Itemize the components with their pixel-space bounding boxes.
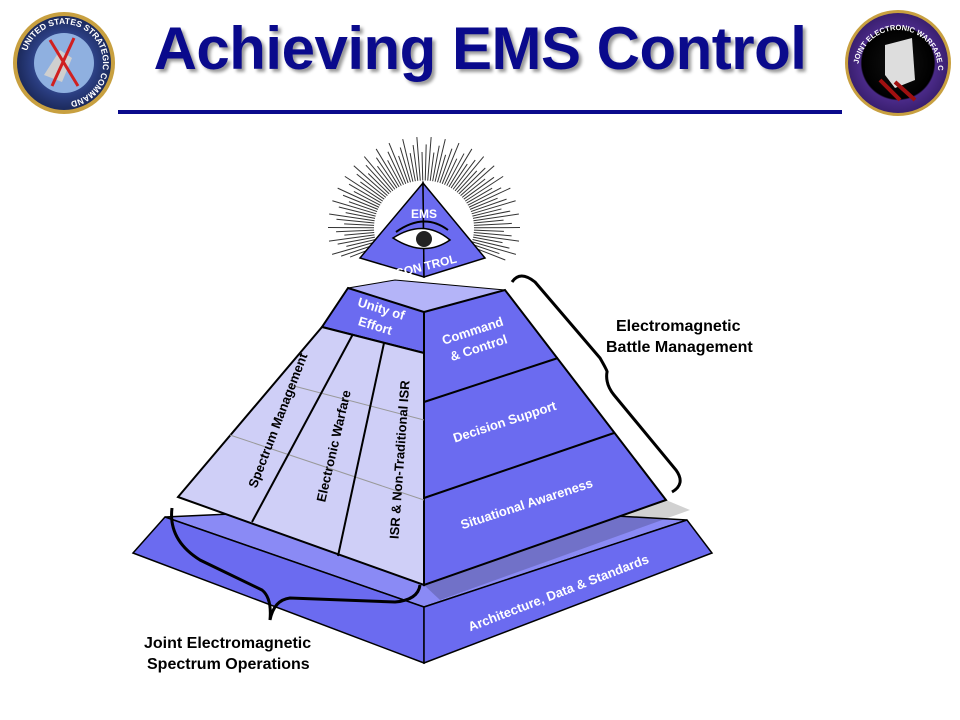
annotation-line: Battle Management (606, 339, 753, 356)
ray-line (412, 144, 419, 181)
ray-line (421, 152, 424, 181)
ray-line (402, 138, 414, 182)
eye-icon (391, 220, 452, 250)
ray-line (471, 241, 517, 255)
ray-line (473, 234, 520, 242)
ray-line (424, 144, 427, 181)
ray-line (471, 200, 516, 215)
main-pyramid (176, 279, 668, 587)
ray-line (331, 241, 377, 255)
ray-line (363, 156, 394, 192)
ray-line (344, 231, 375, 236)
annotation-line: Joint Electromagnetic (144, 635, 312, 652)
ray-line (365, 164, 392, 193)
joint-ew-center-seal-logo: JOINT ELECTRONIC WARFARE CENTER (0, 0, 951, 116)
ray-line (472, 210, 511, 219)
ray-line (348, 201, 378, 213)
ray-line (336, 218, 375, 224)
ray-line (377, 165, 396, 190)
ray-line (458, 167, 486, 195)
ray-line (460, 165, 495, 196)
ray-line (464, 175, 504, 202)
ray-line (466, 187, 493, 204)
right-seal-text: JOINT ELECTRONIC WARFARE CENTER (0, 0, 945, 71)
ray-line (353, 190, 381, 206)
ray-line (446, 153, 465, 186)
page-title: Achieving EMS Control (153, 15, 807, 82)
ray-line (375, 148, 400, 188)
capstone: EMS CON TROL (358, 180, 487, 280)
annotation-line: Spectrum Operations (147, 656, 310, 673)
ray-line (353, 165, 388, 196)
ray-line (399, 147, 411, 183)
ray-line (336, 229, 375, 233)
ray-line (409, 153, 416, 182)
title-underline (118, 110, 842, 114)
jemso-label: Joint Electromagnetic Spectrum Operation… (144, 633, 311, 675)
ray-line (427, 137, 432, 181)
ray-line (454, 156, 485, 192)
ray-line (469, 197, 498, 210)
ray-line (448, 148, 473, 188)
ray-line (360, 181, 385, 200)
ray-line (473, 213, 519, 222)
ray-line (416, 137, 421, 181)
ray-line (328, 234, 375, 242)
ray-line (473, 231, 512, 237)
svg-text:JOINT ELECTRONIC WARFARE CENTE: JOINT ELECTRONIC WARFARE CENTER (0, 0, 945, 71)
ray-line (337, 187, 380, 208)
ray-line (461, 178, 486, 198)
ray-line (452, 159, 476, 190)
ray-line (346, 238, 376, 247)
ray-line (342, 194, 379, 210)
pyramid-shadow (424, 500, 690, 600)
ray-line (441, 142, 460, 184)
ray-line (338, 206, 376, 217)
ray-line (456, 170, 478, 193)
ray-line (344, 175, 384, 202)
ray-line (332, 200, 377, 215)
em-battle-management-label: Electromagnetic Battle Management (606, 316, 753, 358)
left-bracket (170, 507, 422, 621)
ray-line (439, 148, 453, 184)
ray-line (437, 154, 447, 183)
strategic-command-seal-logo: UNITED STATES STRATEGIC COMMAND (13, 12, 115, 114)
ray-line (468, 187, 511, 208)
ray-line (356, 173, 387, 198)
ray-line (434, 138, 446, 182)
ray-line (387, 160, 402, 186)
ray-line (472, 208, 502, 217)
ray-line (470, 243, 500, 255)
ray-line (473, 219, 504, 224)
ray-line (344, 223, 375, 226)
ray-line (429, 152, 435, 181)
ray-line (473, 222, 512, 226)
ray-line (398, 155, 409, 184)
radiating-rays (327, 137, 521, 261)
ray-line (375, 157, 398, 189)
ray-line (388, 142, 407, 184)
ray-line (432, 145, 440, 182)
ray-line (463, 176, 495, 200)
ray-line (467, 187, 502, 206)
ray-line (348, 183, 382, 204)
ray-line (473, 229, 504, 232)
annotation-line: Electromagnetic (616, 318, 741, 335)
right-bracket (510, 274, 682, 494)
ray-line (444, 158, 458, 185)
ray-line (470, 198, 507, 213)
capstone-top-label: EMS (411, 207, 437, 221)
ray-line (387, 151, 404, 185)
ray-line (329, 213, 375, 222)
ray-line (345, 212, 376, 219)
ray-line (472, 236, 503, 244)
ray-line (472, 238, 510, 249)
ray-line (450, 163, 468, 189)
ray-line (367, 173, 390, 195)
ray-line (337, 236, 376, 245)
